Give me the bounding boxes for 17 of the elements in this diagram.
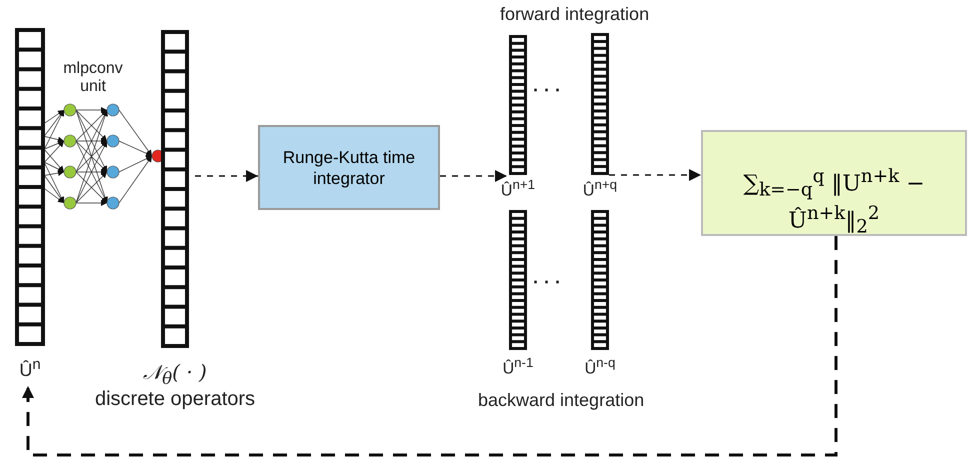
vector-label: Û$^{n-q}$ — [584, 355, 616, 378]
process-box: Runge-Kutta time integrator — [258, 125, 440, 210]
annotation-text: forward integration — [500, 4, 650, 25]
ellipsis-mark: · · · — [533, 272, 561, 293]
dashed-arrow — [609, 169, 701, 181]
dashed-arrow — [22, 236, 838, 456]
annotation-text: backward integration — [478, 390, 644, 411]
vector-label: Û$^{n}$ — [19, 356, 41, 381]
dashed-arrow — [440, 170, 507, 182]
vector-label: Û$^{n+1}$ — [500, 177, 536, 200]
caption-text: discrete operators — [94, 388, 256, 411]
ellipsis-mark: · · · — [533, 80, 561, 101]
vector-label: 𝒩$_{θ}$( · ) — [143, 360, 207, 388]
annotation-text: mlpconv unit — [62, 60, 124, 96]
vector-label: Û$^{n+q}$ — [582, 177, 618, 200]
vector-label: Û$^{n-1}$ — [502, 355, 534, 378]
dashed-arrow — [195, 170, 258, 182]
